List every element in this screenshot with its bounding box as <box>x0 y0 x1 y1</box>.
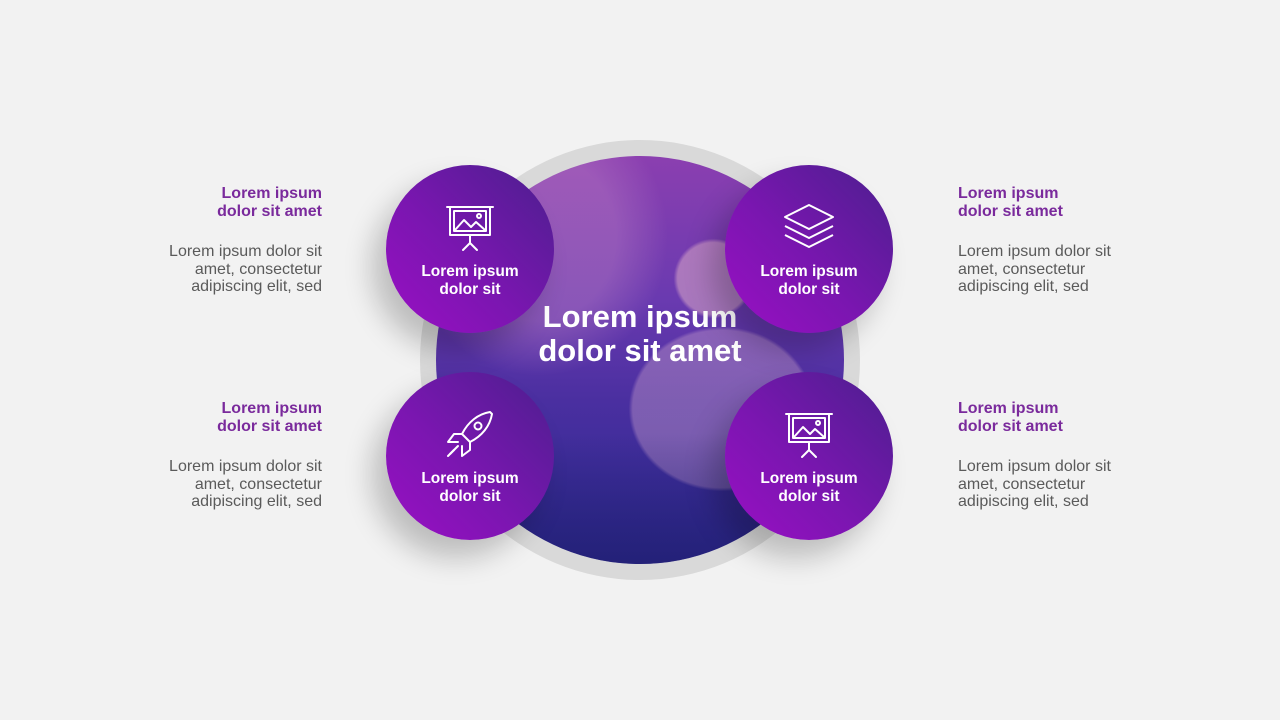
center-title: Lorem ipsum dolor sit amet <box>538 299 742 368</box>
presentation-board-icon <box>446 206 494 251</box>
feature-label: Lorem ipsum dolor sit <box>421 263 519 298</box>
feature-label: Lorem ipsum dolor sit <box>760 263 858 298</box>
side-heading: Lorem ipsum dolor sit amet <box>217 400 322 435</box>
feature-circle-bottom-right: Lorem ipsum dolor sit <box>725 372 893 540</box>
feature-label: Lorem ipsum dolor sit <box>421 470 519 505</box>
side-heading: Lorem ipsum dolor sit amet <box>217 185 322 220</box>
side-text-bottom-right: Lorem ipsum dolor sit amet Lorem ipsum d… <box>958 400 1158 511</box>
feature-circle-top-right: Lorem ipsum dolor sit <box>725 165 893 333</box>
side-heading: Lorem ipsum dolor sit amet <box>958 400 1063 435</box>
side-text-bottom-left: Lorem ipsum dolor sit amet Lorem ipsum d… <box>122 400 322 511</box>
layers-icon <box>784 204 834 248</box>
side-body: Lorem ipsum dolor sit amet, consectetur … <box>169 458 322 510</box>
side-text-top-right: Lorem ipsum dolor sit amet Lorem ipsum d… <box>958 185 1158 296</box>
side-text-top-left: Lorem ipsum dolor sit amet Lorem ipsum d… <box>122 185 322 296</box>
presentation-board-icon <box>785 413 833 458</box>
side-body: Lorem ipsum dolor sit amet, consectetur … <box>169 243 322 295</box>
feature-circle-top-left: Lorem ipsum dolor sit <box>386 165 554 333</box>
feature-circle-bottom-left: Lorem ipsum dolor sit <box>386 372 554 540</box>
side-body: Lorem ipsum dolor sit amet, consectetur … <box>958 458 1111 510</box>
side-heading: Lorem ipsum dolor sit amet <box>958 185 1063 220</box>
feature-label: Lorem ipsum dolor sit <box>760 470 858 505</box>
rocket-icon <box>447 411 493 457</box>
side-body: Lorem ipsum dolor sit amet, consectetur … <box>958 243 1111 295</box>
